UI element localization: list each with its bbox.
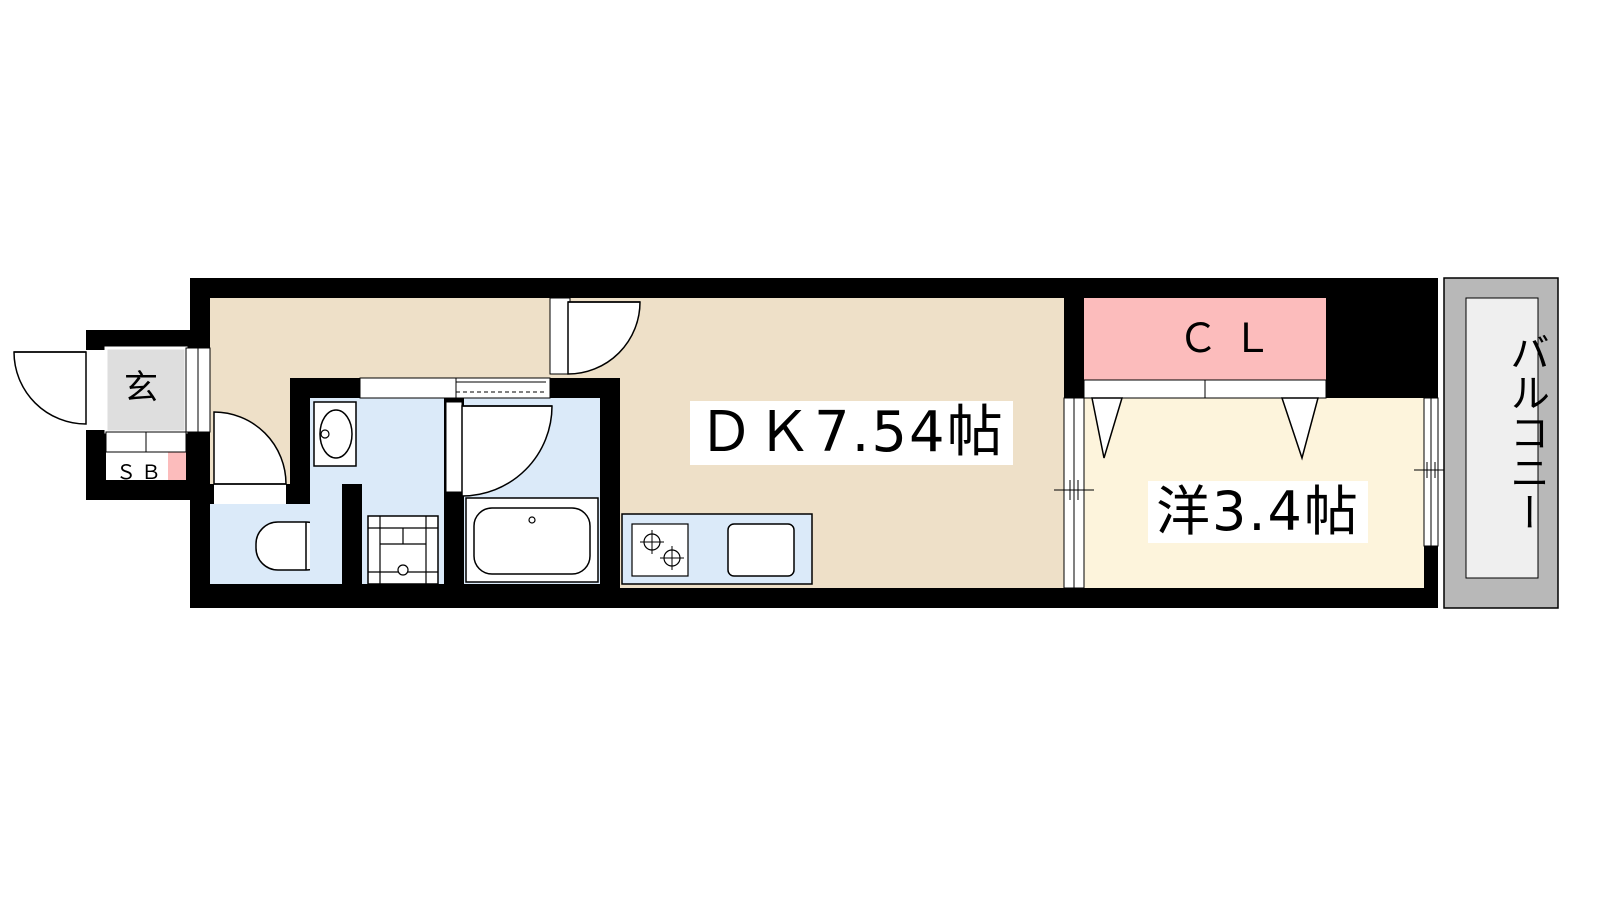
closet-door-right	[1280, 397, 1319, 461]
balcony-label: バルコニー	[1503, 332, 1549, 532]
bath-door-opening	[445, 401, 463, 493]
shoe-box-label: ＳＢ	[116, 460, 166, 484]
bathtub-icon	[465, 497, 599, 583]
closet-door-left	[1091, 397, 1124, 459]
balcony-inner	[1465, 297, 1539, 579]
front-door-swing	[13, 351, 87, 425]
closet-label: ＣＬ	[1178, 316, 1286, 362]
western-room-label: 洋3.4帖	[1148, 481, 1368, 543]
dk-door-opening	[549, 297, 571, 375]
entrance-floor	[106, 348, 186, 432]
washroom-sliding-door	[359, 377, 551, 399]
front-door-opening	[86, 350, 106, 430]
dining-kitchen-label: ＤＫ7.54帖	[690, 401, 1013, 465]
toilet-door-swing	[213, 411, 287, 485]
closet	[1084, 298, 1326, 380]
stove-icon	[640, 530, 684, 570]
kitchen-sink-icon	[727, 523, 795, 577]
bath-door-swing	[461, 405, 553, 497]
entrance-label: 玄	[124, 368, 158, 408]
toilet-door-opening	[214, 484, 286, 504]
washing-machine-icon	[367, 515, 439, 585]
dk-door-swing	[567, 301, 641, 375]
